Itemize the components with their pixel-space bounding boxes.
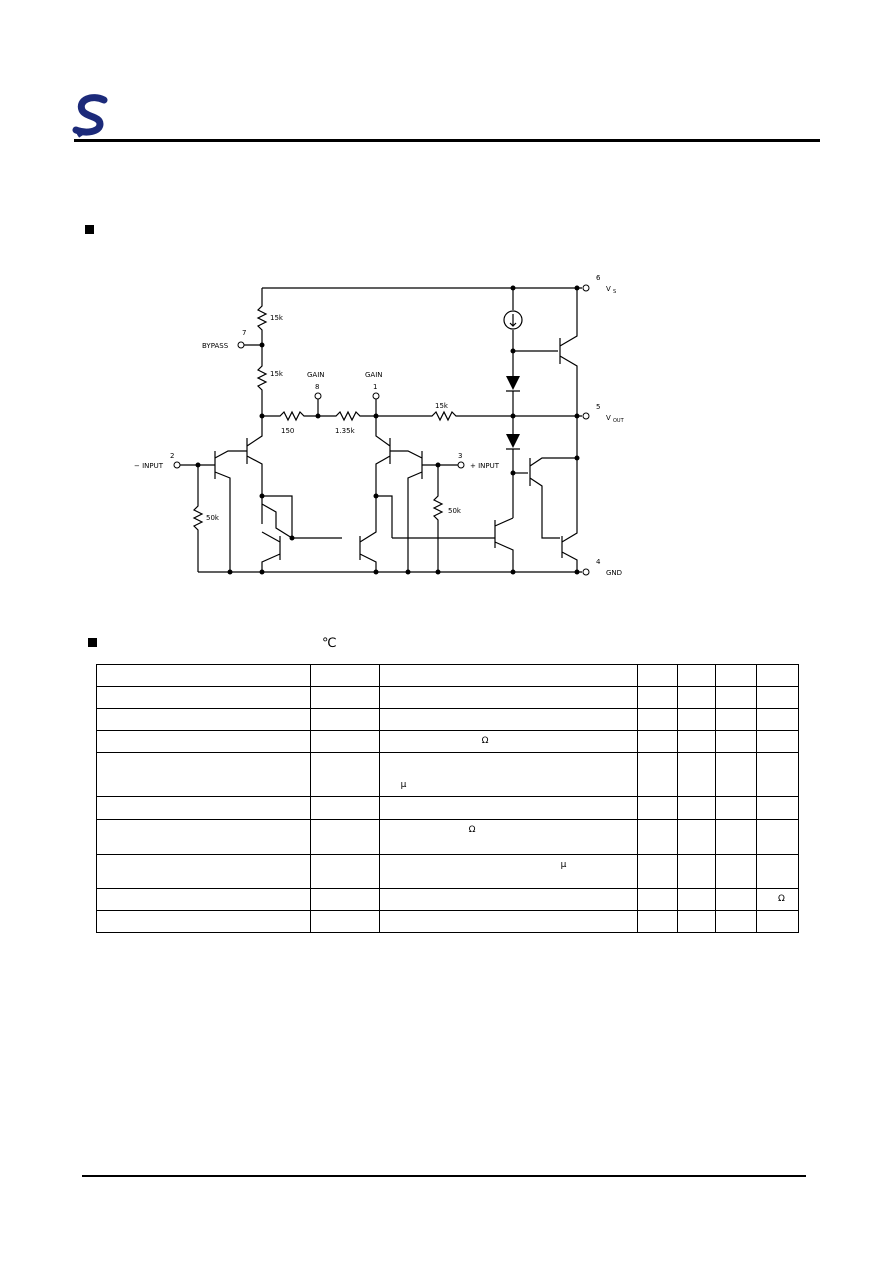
table-row: μ xyxy=(96,854,800,889)
company-logo xyxy=(72,94,108,138)
ohm-unit-glyph: Ω xyxy=(777,894,785,904)
pin-5-label: V xyxy=(606,414,611,422)
resistor-in-left-label: 50k xyxy=(206,514,220,522)
pin-1-number: 1 xyxy=(373,383,377,391)
header-rule xyxy=(74,139,820,142)
table-row: Ω xyxy=(96,819,800,855)
pin-4-number: 4 xyxy=(596,558,601,566)
pin-5-number: 5 xyxy=(596,403,600,411)
footer-rule xyxy=(82,1175,806,1177)
table-row: Ω xyxy=(96,888,800,911)
temperature-unit-glyph: ℃ xyxy=(322,636,337,651)
section-1-bullet xyxy=(85,225,94,234)
resistor-mid-label: 15k xyxy=(270,370,284,378)
electrical-characteristics-table: Ω μ Ω μ Ω xyxy=(96,664,800,933)
section-2-bullet xyxy=(88,638,97,647)
pin-6-sub: S xyxy=(613,289,616,295)
table-row xyxy=(96,708,800,731)
micro-glyph: μ xyxy=(400,780,407,790)
table-row: μ xyxy=(96,752,800,797)
pin-3-label: + INPUT xyxy=(470,462,500,470)
micro-glyph: μ xyxy=(560,860,567,870)
ohm-glyph: Ω xyxy=(468,825,476,835)
ohm-glyph: Ω xyxy=(481,736,489,746)
resistor-top-label: 15k xyxy=(270,314,284,322)
resistor-150-label: 150 xyxy=(281,427,294,435)
table-row: Ω xyxy=(96,730,800,753)
pin-2-label: − INPUT xyxy=(134,462,164,470)
table-row xyxy=(96,664,800,687)
pin-5-sub: OUT xyxy=(613,418,625,424)
pin-6-number: 6 xyxy=(596,274,601,282)
pin-8-label: GAIN xyxy=(307,371,325,379)
table-row xyxy=(96,910,800,933)
pin-6-label: V xyxy=(606,285,611,293)
pin-3-number: 3 xyxy=(458,452,462,460)
pin-7-label: BYPASS xyxy=(202,342,229,350)
equivalent-circuit-schematic: 6 V S 15k 15k 7 BYPASS 150 1.35k 15k 8 G… xyxy=(134,274,625,577)
table-row xyxy=(96,686,800,709)
resistor-fb-label: 15k xyxy=(435,402,449,410)
pin-4-label: GND xyxy=(606,569,622,577)
pin-8-number: 8 xyxy=(315,383,319,391)
pin-7-number: 7 xyxy=(242,329,246,337)
table-row xyxy=(96,796,800,820)
pin-1-label: GAIN xyxy=(365,371,383,379)
pin-2-number: 2 xyxy=(170,452,174,460)
resistor-135-label: 1.35k xyxy=(335,427,356,435)
resistor-in-right-label: 50k xyxy=(448,507,462,515)
